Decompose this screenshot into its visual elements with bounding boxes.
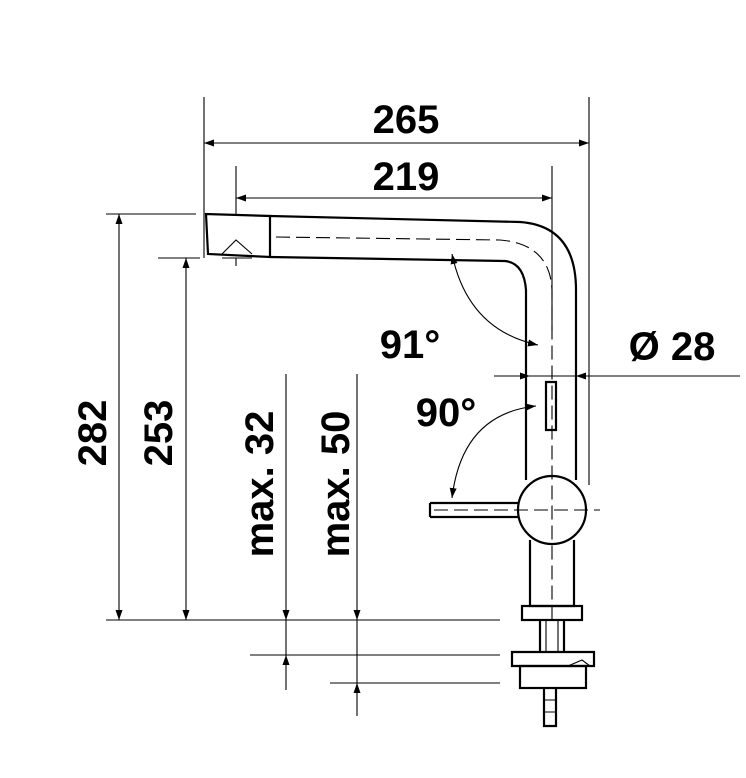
dimension-spout-reach: 219 <box>236 155 552 202</box>
clamp-thickness-label: max. 50 <box>314 411 358 558</box>
dimension-spout-height: 253 <box>137 258 190 620</box>
swivel-angle-label: 91° <box>380 323 441 367</box>
spout-reach-label: 219 <box>373 155 440 199</box>
lever-angle-label: 90° <box>416 391 477 435</box>
dimension-diameter: Ø 28 <box>494 325 740 380</box>
dimension-total-height: 282 <box>71 214 123 620</box>
dimension-clamp-thickness: max. 50 <box>314 374 361 716</box>
dimension-countertop-thickness: max. 32 <box>238 374 290 690</box>
angle-lever: 90° <box>416 391 537 499</box>
countertop-thickness-label: max. 32 <box>238 411 282 558</box>
total-height-label: 282 <box>71 400 115 467</box>
extension-lines <box>106 97 590 684</box>
angle-swivel: 91° <box>380 253 539 367</box>
spout-height-label: 253 <box>137 400 181 467</box>
dimension-overall-width: 265 <box>204 98 589 147</box>
overall-width-label: 265 <box>373 98 440 142</box>
diameter-label: Ø 28 <box>629 325 716 369</box>
